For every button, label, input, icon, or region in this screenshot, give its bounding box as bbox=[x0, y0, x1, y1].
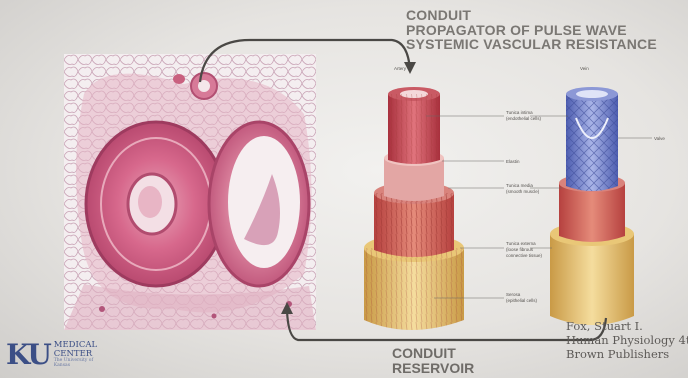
label-tunica-media: Tunica media bbox=[506, 183, 533, 188]
heading-top-line-2: PROPAGATOR OF PULSE WAVE bbox=[406, 23, 666, 38]
citation-line-3: Brown Publishers bbox=[566, 348, 688, 362]
citation-line-2: Human Physiology 4th bbox=[566, 334, 688, 348]
label-elastin: Elastin bbox=[506, 159, 520, 164]
vessel-wall-diagram: Artery Vein Tunica intima (endothelial c… bbox=[354, 58, 684, 342]
heading-functions-top: CONDUIT PROPAGATOR OF PULSE WAVE SYSTEMI… bbox=[406, 8, 666, 52]
artery-vein-illustration: Artery Vein Tunica intima (endothelial c… bbox=[354, 58, 684, 342]
source-citation: Fox, Stuart I. Human Physiology 4th Brow… bbox=[566, 320, 688, 361]
logo-mark: KU bbox=[6, 341, 50, 369]
label-artery: Artery bbox=[394, 66, 407, 71]
label-serosa-sub: (epithelial cells) bbox=[506, 298, 538, 303]
label-tunica-media-sub: (smooth muscle) bbox=[506, 189, 540, 194]
histology-image bbox=[64, 54, 316, 330]
heading-bottom-line-2: RESERVOIR bbox=[392, 361, 532, 376]
label-tunica-intima-sub: (endothelial cells) bbox=[506, 116, 542, 121]
label-tunica-externa-sub1: (loose fibrous bbox=[506, 247, 534, 252]
logo-text: MEDICAL CENTER The University of Kansas bbox=[54, 341, 106, 368]
heading-functions-bottom: CONDUIT RESERVOIR bbox=[392, 346, 532, 375]
logo-line-3: The University of Kansas bbox=[54, 359, 106, 368]
label-serosa: Serosa bbox=[506, 292, 521, 297]
label-tunica-externa: Tunica externa bbox=[506, 241, 536, 246]
label-tunica-externa-sub2: connective tissue) bbox=[506, 253, 543, 258]
vein-illustration bbox=[550, 87, 634, 325]
ku-medical-center-logo: KU MEDICAL CENTER The University of Kans… bbox=[6, 338, 106, 372]
heading-top-line-1: CONDUIT bbox=[406, 8, 666, 23]
heading-top-line-3: SYSTEMIC VASCULAR RESISTANCE bbox=[406, 37, 666, 52]
artery-illustration bbox=[364, 87, 464, 330]
histology-micrograph bbox=[64, 54, 316, 330]
label-vein: Vein bbox=[580, 66, 589, 71]
label-valve: Valve bbox=[654, 136, 665, 141]
citation-line-1: Fox, Stuart I. bbox=[566, 320, 688, 334]
heading-bottom-line-1: CONDUIT bbox=[392, 346, 532, 361]
label-tunica-intima: Tunica intima bbox=[506, 110, 533, 115]
